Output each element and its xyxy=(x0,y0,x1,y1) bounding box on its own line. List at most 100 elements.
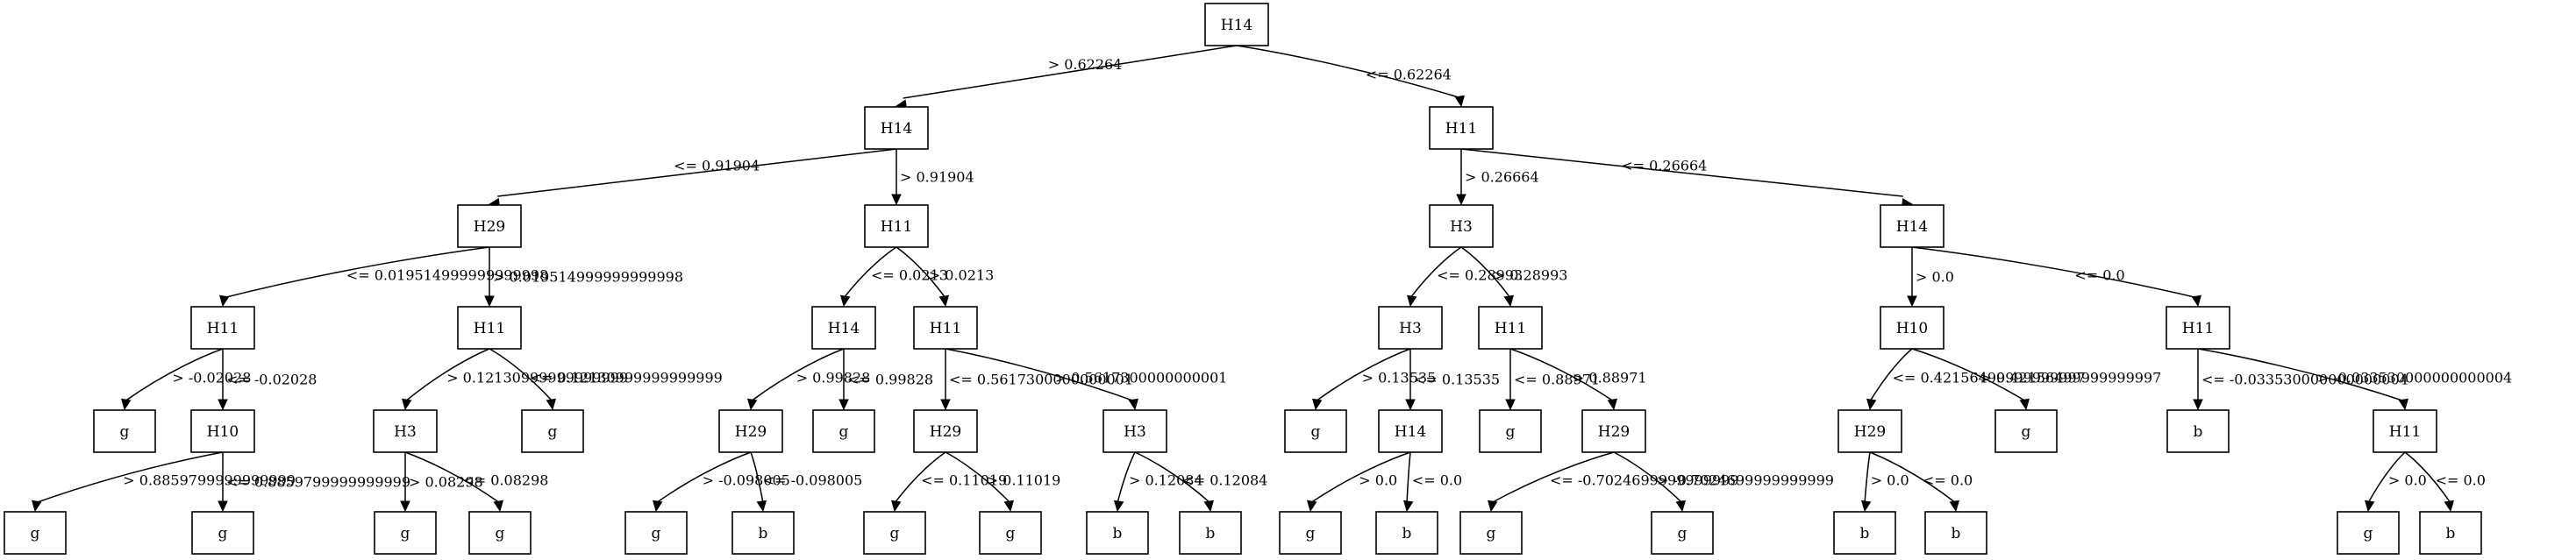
arrow-head xyxy=(1407,294,1417,308)
edge-line xyxy=(34,451,224,504)
split-node: H14 xyxy=(1880,204,1944,248)
split-node: H14 xyxy=(811,306,876,350)
node-label: H11 xyxy=(474,320,505,337)
split-node: H11 xyxy=(1429,106,1494,150)
split-node: H29 xyxy=(457,204,522,248)
node-box xyxy=(731,511,795,555)
edge-label: > -0.033530000000000004 xyxy=(2317,370,2512,386)
edge-label: <= 0.99828 xyxy=(847,372,933,388)
node-label: g xyxy=(1487,525,1496,542)
node-label: H11 xyxy=(2182,320,2214,337)
edge-line xyxy=(894,451,946,504)
edge-label: > 0.26664 xyxy=(1465,169,1539,186)
arrow-head xyxy=(838,399,849,411)
arrow-head xyxy=(1307,500,1317,513)
edge-label: <= 0.13535 xyxy=(1414,372,1500,388)
edge-line xyxy=(1911,246,2199,299)
edge-line xyxy=(1460,246,1511,299)
node-label: b xyxy=(1206,525,1216,542)
edge-label: > -0.7024699999999999 xyxy=(1657,472,1834,489)
node-label: H14 xyxy=(1896,218,1928,236)
edge-line xyxy=(1460,148,1903,197)
node-box xyxy=(624,511,688,555)
node-label: b xyxy=(1860,525,1870,542)
node-box xyxy=(1651,511,1714,555)
split-node: H29 xyxy=(718,409,783,453)
arrow-head xyxy=(402,398,412,411)
edge-label: <= 0.88971 xyxy=(1514,372,1600,388)
node-label: g xyxy=(2364,525,2373,542)
node-label: g xyxy=(401,525,410,542)
node-box xyxy=(864,106,929,150)
edge-layer: > 0.62264<= 0.62264<= 0.91904> 0.91904> … xyxy=(32,45,2512,513)
leaf-node: b xyxy=(1086,511,1149,555)
arrow-head xyxy=(1003,500,1014,513)
split-node: H11 xyxy=(864,204,929,248)
edge-label: <= 0.26664 xyxy=(1621,157,1707,174)
edge-line xyxy=(1236,45,1462,99)
node-box xyxy=(4,511,67,555)
edge-label: > 0.62264 xyxy=(1048,56,1123,73)
node-label: H14 xyxy=(1221,17,1252,34)
edge-line xyxy=(1309,451,1411,504)
edge-label: > 0.8859799999999999 xyxy=(123,472,296,489)
edge-line xyxy=(124,348,224,402)
edge-label: > 0.0 xyxy=(1916,269,1954,286)
split-node: H3 xyxy=(1429,204,1494,248)
edge-line xyxy=(2197,348,2406,402)
node-label: H10 xyxy=(1896,320,1928,337)
split-node: H3 xyxy=(1102,409,1167,453)
node-label: H29 xyxy=(735,423,767,441)
leaf-node: g xyxy=(1994,409,2058,453)
edge-label: <= -0.02028 xyxy=(226,372,317,388)
edge-label: > -0.02028 xyxy=(172,370,251,386)
split-node: H29 xyxy=(913,409,978,453)
node-box xyxy=(457,204,522,248)
edge-label: <= 0.0 xyxy=(1412,472,1462,489)
edge-line xyxy=(489,348,553,402)
edge-label: <= 0.11019 xyxy=(921,472,1007,489)
leaf-node: b xyxy=(2419,511,2482,555)
split-node: H14 xyxy=(1204,3,1269,46)
edge-label: > 0.42156499999999997 xyxy=(1980,370,2162,386)
arrow-head xyxy=(653,500,663,513)
edge-line xyxy=(1869,348,1913,402)
node-label: H3 xyxy=(1450,218,1473,236)
edge-label: > 0.0 xyxy=(2388,472,2427,489)
arrow-head xyxy=(891,194,902,206)
node-box xyxy=(1086,511,1149,555)
edge-label: <= 0.12084 xyxy=(1181,472,1267,489)
node-label: b xyxy=(759,525,768,542)
node-box xyxy=(1837,409,1902,453)
edge-line xyxy=(655,451,752,504)
arrow-head xyxy=(1488,500,1498,513)
split-node: H3 xyxy=(1378,306,1443,350)
node-label: b xyxy=(2446,525,2456,542)
arrow-head xyxy=(840,294,851,308)
node-label: H10 xyxy=(207,423,239,441)
node-box xyxy=(1179,511,1242,555)
split-node: H14 xyxy=(1378,409,1443,453)
node-label: g xyxy=(548,423,558,441)
arrow-head xyxy=(32,500,42,513)
edge-label: > -0.098005 xyxy=(703,472,790,489)
edge-line xyxy=(1864,451,1871,504)
arrow-head xyxy=(1505,399,1516,411)
node-box xyxy=(1204,3,1269,46)
node-label: g xyxy=(839,423,849,441)
leaf-node: b xyxy=(1833,511,1896,555)
edge-label: > 0.0 xyxy=(1359,472,1397,489)
leaf-node: g xyxy=(1479,409,1542,453)
node-label: g xyxy=(31,525,40,542)
edge-label: <= 0.0 xyxy=(2074,267,2124,284)
arrow-head xyxy=(1312,398,1323,411)
node-box xyxy=(1102,409,1167,453)
node-box xyxy=(1459,511,1523,555)
edge-label: > 0.12130999999999999 xyxy=(446,370,628,386)
arrow-head xyxy=(2365,500,2375,513)
edge-line xyxy=(1613,451,1683,504)
node-label: g xyxy=(1306,525,1316,542)
edge-label: <= 0.5617300000000001 xyxy=(949,372,1133,388)
edge-label: <= 0.91904 xyxy=(674,157,760,174)
arrow-head xyxy=(2444,500,2454,513)
